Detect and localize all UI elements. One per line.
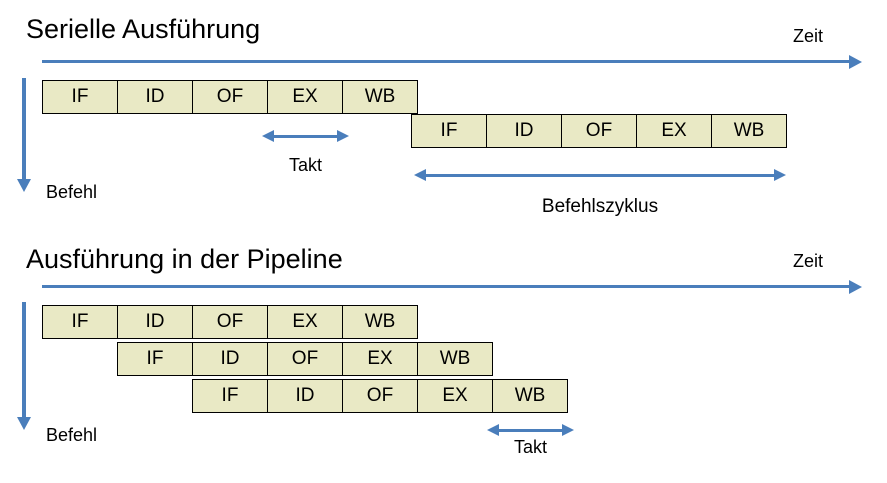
- stage-cell: ID: [267, 379, 343, 413]
- befehlszyklus-measure-arrow: [414, 169, 786, 182]
- table-row: IF ID OF EX WB: [117, 342, 497, 376]
- stage-cell: IF: [42, 80, 118, 114]
- arrow-head-icon: [849, 55, 862, 69]
- arrow-head-icon: [849, 280, 862, 294]
- stage-cell: WB: [342, 305, 418, 339]
- stage-cell: OF: [561, 114, 637, 148]
- stage-cell: OF: [267, 342, 343, 376]
- instruction-axis-arrow-serial: [17, 78, 31, 192]
- instruction-axis-label-pipeline: Befehl: [46, 425, 98, 445]
- takt-label-pipeline: Takt: [513, 437, 547, 457]
- stage-cell: IF: [42, 305, 118, 339]
- time-axis-shaft: [42, 60, 849, 63]
- instruction-axis-arrow-pipeline: [17, 302, 31, 430]
- stage-cell: EX: [342, 342, 418, 376]
- measure-shaft: [493, 429, 568, 432]
- arrow-head-icon: [17, 417, 31, 430]
- stage-cell: EX: [636, 114, 712, 148]
- stage-cell: WB: [711, 114, 787, 148]
- time-axis-arrow-serial: [42, 55, 862, 69]
- table-row: IF ID OF EX WB: [411, 114, 791, 148]
- stage-cell: WB: [417, 342, 493, 376]
- time-axis-label-pipeline: Zeit: [793, 251, 824, 271]
- stage-cell: OF: [342, 379, 418, 413]
- arrow-head-icon: [562, 424, 574, 436]
- stage-cell: IF: [192, 379, 268, 413]
- instruction-axis-shaft: [22, 78, 26, 179]
- stage-cell: ID: [117, 80, 193, 114]
- arrow-head-icon: [337, 130, 349, 142]
- stage-cell: WB: [342, 80, 418, 114]
- takt-measure-arrow-pipeline: [487, 424, 574, 437]
- time-axis-shaft: [42, 285, 849, 288]
- befehlszyklus-label: Befehlszyklus: [541, 196, 659, 217]
- stage-cell: ID: [192, 342, 268, 376]
- takt-label-serial: Takt: [288, 155, 322, 175]
- table-row: IF ID OF EX WB: [192, 379, 572, 413]
- arrow-head-icon: [262, 130, 274, 142]
- arrow-head-icon: [17, 179, 31, 192]
- arrow-head-icon: [487, 424, 499, 436]
- stage-cell: EX: [267, 305, 343, 339]
- stage-cell: ID: [486, 114, 562, 148]
- measure-shaft: [268, 135, 343, 138]
- measure-shaft: [420, 174, 780, 177]
- stage-cell: EX: [417, 379, 493, 413]
- instruction-axis-shaft: [22, 302, 26, 417]
- stage-cell: OF: [192, 80, 268, 114]
- table-row: IF ID OF EX WB: [42, 305, 422, 339]
- time-axis-label-serial: Zeit: [793, 26, 824, 46]
- stage-cell: EX: [267, 80, 343, 114]
- takt-measure-arrow-serial: [262, 130, 349, 143]
- section-title-serial: Serielle Ausführung: [26, 14, 261, 44]
- time-axis-arrow-pipeline: [42, 280, 862, 294]
- arrow-head-icon: [774, 169, 786, 181]
- instruction-axis-label-serial: Befehl: [46, 182, 98, 202]
- table-row: IF ID OF EX WB: [42, 80, 422, 114]
- arrow-head-icon: [414, 169, 426, 181]
- section-title-pipeline: Ausführung in der Pipeline: [26, 244, 343, 274]
- stage-cell: IF: [411, 114, 487, 148]
- stage-cell: WB: [492, 379, 568, 413]
- stage-cell: OF: [192, 305, 268, 339]
- stage-cell: IF: [117, 342, 193, 376]
- stage-cell: ID: [117, 305, 193, 339]
